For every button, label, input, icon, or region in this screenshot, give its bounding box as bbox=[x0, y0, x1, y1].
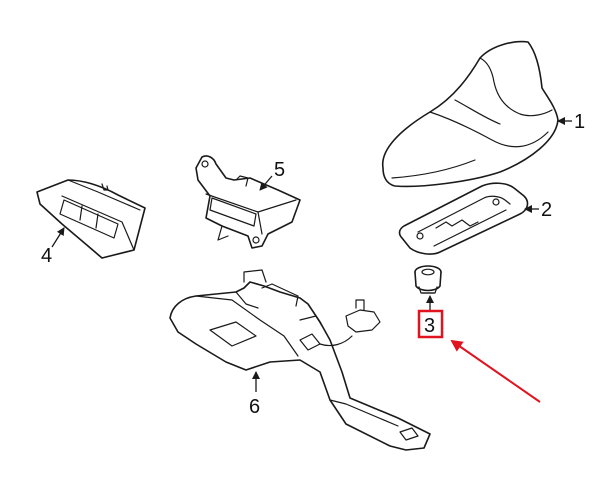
callout-label-1: 1 bbox=[574, 111, 585, 133]
callout-label-3: 3 bbox=[424, 315, 435, 337]
shark-fin-antenna-cover-icon[interactable] bbox=[381, 40, 559, 188]
highlight-pointer-arrow bbox=[450, 339, 541, 403]
callout-label-6: 6 bbox=[249, 396, 260, 418]
mounting-bracket-harness-icon[interactable] bbox=[169, 269, 431, 451]
antenna-base-gasket-icon[interactable] bbox=[398, 182, 529, 255]
callout-label-5: 5 bbox=[274, 159, 285, 181]
bracket-module-icon[interactable] bbox=[195, 155, 301, 249]
callout-label-2: 2 bbox=[541, 199, 552, 221]
callout-label-4: 4 bbox=[41, 245, 52, 267]
control-module-icon[interactable] bbox=[36, 179, 146, 259]
retaining-nut-icon[interactable] bbox=[414, 265, 442, 294]
callout-highlight-box bbox=[417, 309, 444, 339]
